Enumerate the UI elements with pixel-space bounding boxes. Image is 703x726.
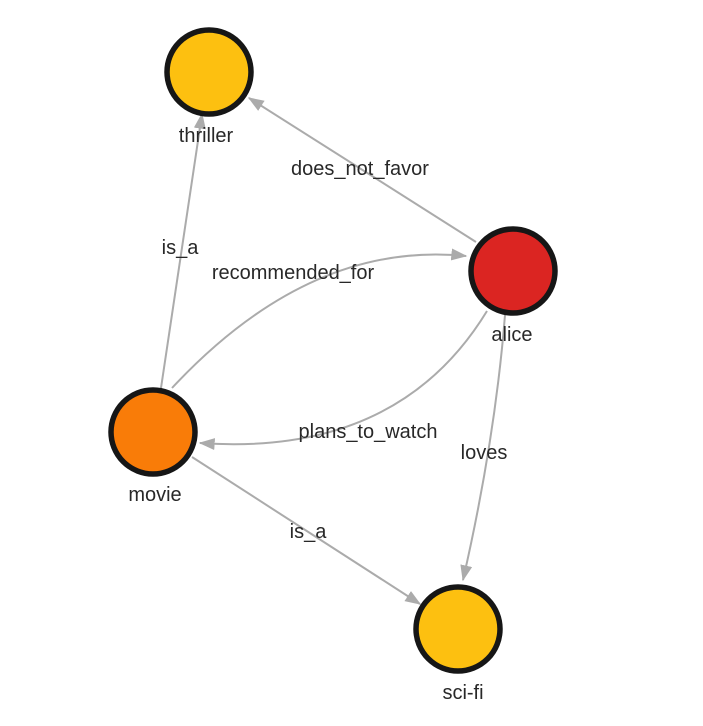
- node-label-sci-fi: sci-fi: [442, 682, 483, 704]
- node-label-thriller: thriller: [179, 125, 234, 147]
- edge-alice-movie[interactable]: [198, 310, 488, 451]
- node-movie[interactable]: [108, 387, 198, 477]
- node-thriller[interactable]: [164, 27, 254, 117]
- node-label-alice: alice: [491, 324, 532, 346]
- edge-alice-thriller[interactable]: [247, 97, 477, 243]
- node-layer: [108, 27, 558, 674]
- edge-label-alice-thriller: does_not_favor: [291, 158, 429, 180]
- node-alice[interactable]: [468, 226, 558, 316]
- edge-movie-sci-fi[interactable]: [191, 456, 422, 605]
- edge-label-layer: is_a does_not_favor recommended_for plans_t…: [162, 158, 508, 543]
- edge-movie-alice[interactable]: [171, 248, 468, 389]
- edge-alice-sci-fi[interactable]: [460, 314, 506, 582]
- edge-label-alice-sci-fi: loves: [461, 442, 508, 464]
- edge-label-movie-thriller: is_a: [162, 237, 200, 259]
- edge-label-movie-alice: recommended_for: [212, 262, 375, 284]
- edge-layer: [160, 97, 506, 605]
- edge-label-movie-sci-fi: is_a: [290, 521, 328, 543]
- node-sci-fi[interactable]: [413, 584, 503, 674]
- node-label-movie: movie: [128, 484, 181, 506]
- edge-movie-thriller[interactable]: [160, 112, 206, 389]
- edge-label-alice-movie: plans_to_watch: [299, 421, 438, 443]
- node-label-layer: thriller alice movie sci-fi: [128, 125, 532, 704]
